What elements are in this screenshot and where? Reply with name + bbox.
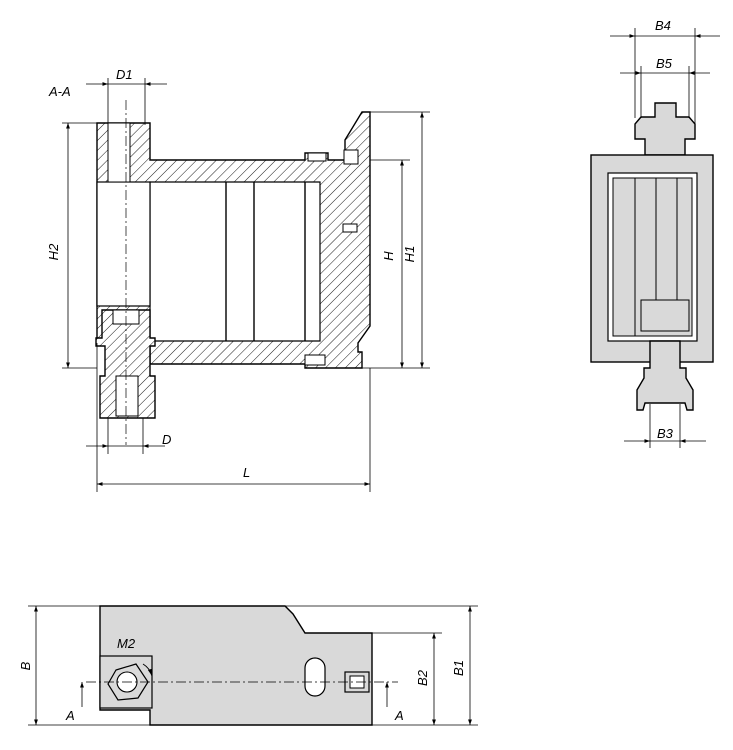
dimension-h2: H2 [46,243,61,260]
clamping-screw [95,309,156,419]
dimension-lines-front [610,28,720,448]
thread-m2: M2 [117,636,136,651]
dimension-lines-section [62,78,430,492]
section-label: A-A [48,84,71,99]
cut-marker-left: A [65,708,75,723]
dimension-b4: B4 [655,18,671,33]
cavity [149,181,321,342]
dimension-b1: B1 [451,660,466,676]
dimension-b5: B5 [656,56,673,71]
section-view-a-a [95,100,371,445]
dimension-d1: D1 [116,67,133,82]
dimension-b: B [18,661,33,670]
dimension-h1: H1 [402,246,417,263]
dimension-l: L [243,465,250,480]
dimension-b3: B3 [657,426,674,441]
top-view [80,605,398,726]
dimension-lines-top [28,605,478,726]
dimension-d: D [162,432,171,447]
front-view [590,102,714,411]
cut-marker-right: A [394,708,404,723]
dimension-h: H [381,251,396,261]
dimension-b2: B2 [415,669,430,686]
left-channel [96,181,151,307]
